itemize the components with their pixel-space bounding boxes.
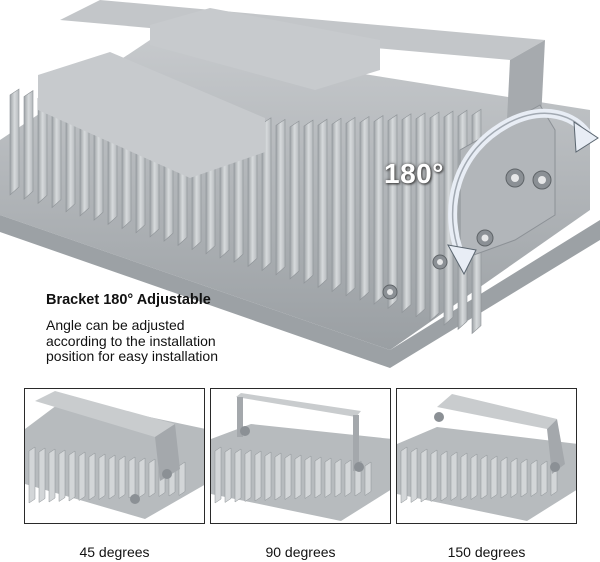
thumb-fin (234, 448, 242, 503)
thumb-fin (68, 450, 76, 502)
thumb-fin (440, 450, 448, 502)
thumb-fin (314, 456, 322, 499)
thumb-fin (304, 455, 312, 499)
thumbnail-label-90: 90 degrees (265, 544, 336, 560)
thumb-fin (214, 446, 222, 504)
thumbnail-150-degrees (396, 388, 577, 524)
thumb-fin (88, 452, 96, 501)
thumb-fin (510, 457, 518, 498)
heatsink-fin (317, 118, 328, 289)
thumb-fin (520, 458, 528, 498)
thumb-fin (138, 457, 146, 498)
heatsink-fin (345, 116, 356, 297)
caption-line: according to the installation (46, 332, 216, 349)
thumb-fin (460, 452, 468, 501)
thumb-fin (530, 459, 538, 497)
thumb-fin (540, 460, 548, 497)
thumb-image-90 (211, 393, 390, 521)
caption-title: Bracket 180° Adjustable (46, 292, 211, 308)
rotation-arrow-icon (447, 108, 599, 276)
thumb-fin (58, 449, 66, 502)
heatsink-fin (373, 115, 384, 305)
thumb-fin (490, 455, 498, 499)
thumbnail-label-150: 150 degrees (447, 544, 526, 560)
thumb-fin (334, 458, 342, 498)
heatsink-fin (429, 111, 440, 322)
heatsink-fin (359, 115, 370, 301)
caption-line: Angle can be adjusted (46, 317, 185, 333)
thumb-fin (400, 446, 408, 504)
caption-body: Angle can be adjusted according to the i… (46, 317, 306, 365)
thumb-fin (148, 458, 156, 498)
thumbnail-90-degrees (210, 388, 391, 524)
thumb-image-150 (397, 394, 576, 521)
heatsink-fin (331, 117, 342, 293)
hero-product-image: 180° (0, 0, 600, 368)
thumb-fin (264, 451, 272, 501)
thumb-fin (48, 448, 56, 503)
heatsink-illustration (0, 0, 600, 368)
thumb-fin (410, 447, 418, 503)
heatsink-fin (289, 120, 300, 280)
heatsink-fin (23, 90, 34, 200)
heatsink-fin (261, 117, 272, 272)
thumb-fin (450, 451, 458, 501)
thumb-fin (98, 453, 106, 500)
thumb-fin (38, 447, 46, 503)
heatsink-fin (387, 114, 398, 310)
heatsink-fin (9, 88, 20, 196)
label-plate-back (150, 8, 380, 90)
thumb-fin (364, 461, 372, 496)
thumb-fin (254, 450, 262, 502)
thumbnail-45-degrees (24, 388, 205, 524)
thumb-fin (244, 449, 252, 502)
thumb-fin (108, 454, 116, 500)
heatsink-fin (415, 112, 426, 318)
thumb-fin (128, 456, 136, 499)
thumb-fin (470, 453, 478, 500)
label-plate-front (38, 52, 265, 178)
heatsink-fin (275, 118, 286, 276)
thumb-fin (294, 454, 302, 500)
thumb-fin (118, 455, 126, 499)
thumb-fin (78, 451, 86, 501)
thumb-fin (224, 447, 232, 503)
thumbnail-label-45: 45 degrees (79, 544, 150, 560)
thumb-image-45 (25, 391, 204, 519)
heatsink-fin (303, 119, 314, 284)
heatsink-fin (401, 113, 412, 314)
thumb-fin (28, 446, 36, 504)
angle-label: 180° (384, 158, 444, 189)
thumb-fin (178, 461, 186, 496)
feature-caption: Bracket 180° Adjustable Angle can be adj… (46, 292, 306, 365)
thumb-fin (500, 456, 508, 499)
caption-line: position for easy installation (46, 348, 218, 364)
thumb-fin (344, 459, 352, 497)
thumb-fin (284, 453, 292, 500)
angle-thumbnails (0, 388, 600, 528)
thumb-fin (480, 454, 488, 500)
thumb-fin (430, 449, 438, 502)
bracket-bolts (382, 168, 552, 300)
housing-edge (0, 215, 600, 368)
thumb-fin (420, 448, 428, 503)
thumb-fin (324, 457, 332, 498)
thumb-fin (274, 452, 282, 501)
